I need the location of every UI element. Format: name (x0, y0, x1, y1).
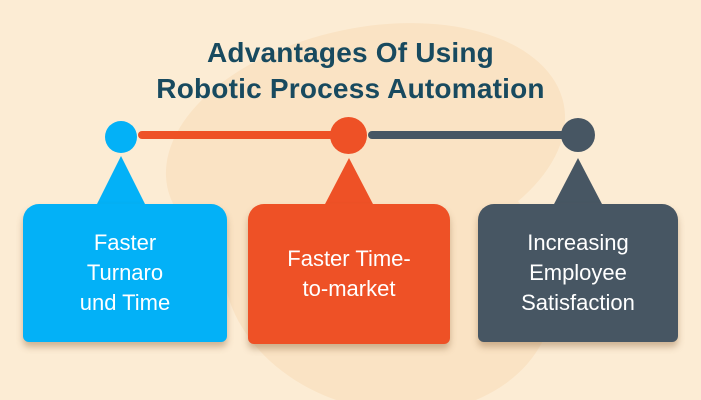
card-text-line: Employee (529, 260, 627, 285)
advantage-card-faster-turnaround: Faster Turnaro und Time (23, 204, 227, 342)
card-tail-employee-satisfaction (553, 158, 603, 206)
advantage-card-label: Faster Time- to-market (287, 244, 410, 304)
advantage-card-label: Increasing Employee Satisfaction (521, 228, 635, 318)
advantage-card-employee-satisfaction: Increasing Employee Satisfaction (478, 204, 678, 342)
card-text-line: Increasing (527, 230, 629, 255)
card-text-line: Satisfaction (521, 290, 635, 315)
advantage-card-time-to-market: Faster Time- to-market (248, 204, 450, 344)
advantage-card-label: Faster Turnaro und Time (80, 228, 171, 318)
card-text-line: Turnaro (86, 260, 164, 285)
timeline-node-time-to-market (330, 117, 367, 154)
timeline-node-faster-turnaround (105, 121, 137, 153)
card-text-line: und Time (79, 290, 171, 315)
page-title-line-2: Robotic Process Automation (156, 72, 545, 104)
card-tail-time-to-market (324, 158, 374, 206)
card-text-line: Faster Time- (287, 246, 411, 271)
timeline-node-employee-satisfaction (561, 118, 595, 152)
page-title: Advantages Of Using Robotic Process Auto… (0, 35, 701, 107)
timeline-connector-orange-slate (368, 131, 580, 139)
card-tail-faster-turnaround (96, 156, 146, 206)
timeline-connector-blue-orange (138, 131, 352, 139)
card-text-line: Faster (93, 230, 157, 255)
page-title-line-1: Advantages Of Using (207, 36, 494, 68)
card-text-line: to-market (302, 276, 396, 301)
